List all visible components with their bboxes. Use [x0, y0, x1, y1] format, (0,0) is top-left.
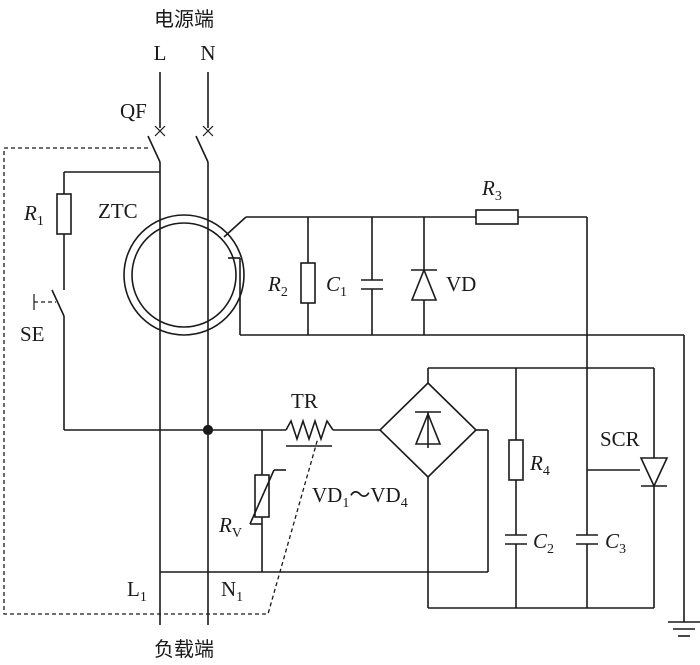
label-ztc: ZTC	[98, 199, 138, 223]
label-r2: R2	[267, 272, 288, 300]
label-load-end: 负载端	[154, 637, 214, 661]
ground-symbol	[668, 335, 700, 637]
label-vd: VD	[446, 272, 476, 296]
capacitor-c1	[361, 217, 383, 335]
diode-vd	[410, 217, 438, 335]
label-r4: R4	[529, 451, 550, 479]
transformer-ztc	[123, 214, 247, 336]
test-circuit	[33, 171, 160, 431]
label-n: N	[200, 41, 215, 65]
resistor-r3	[475, 209, 588, 470]
label-source-end: 电源端	[154, 7, 214, 31]
trip-coil-tr	[285, 418, 334, 442]
label-rv: RV	[218, 513, 242, 541]
label-r3: R3	[481, 176, 502, 204]
label-n1: N1	[221, 577, 243, 605]
capacitor-c3	[576, 470, 598, 608]
label-l: L	[154, 41, 167, 65]
resistor-r1	[56, 193, 72, 235]
label-se: SE	[20, 322, 45, 346]
resistor-r4-capacitor-c2	[505, 368, 527, 608]
bridge-rectifier	[378, 368, 488, 608]
resistor-r2	[300, 217, 316, 335]
thyristor-scr	[587, 368, 669, 608]
label-qf: QF	[120, 99, 147, 123]
label-l1: L1	[127, 577, 147, 605]
label-r1: R1	[23, 201, 44, 229]
breaker-qf	[147, 72, 214, 163]
mechanical-linkage	[3, 147, 319, 615]
label-tr: TR	[291, 389, 318, 413]
label-scr: SCR	[600, 427, 640, 451]
switch-se	[51, 289, 65, 317]
varistor-rv	[249, 430, 286, 572]
label-c1: C1	[326, 272, 347, 300]
label-vd-range: VD1～VD4	[312, 483, 408, 511]
label-c3: C3	[605, 529, 626, 557]
label-c2: C2	[533, 529, 554, 557]
